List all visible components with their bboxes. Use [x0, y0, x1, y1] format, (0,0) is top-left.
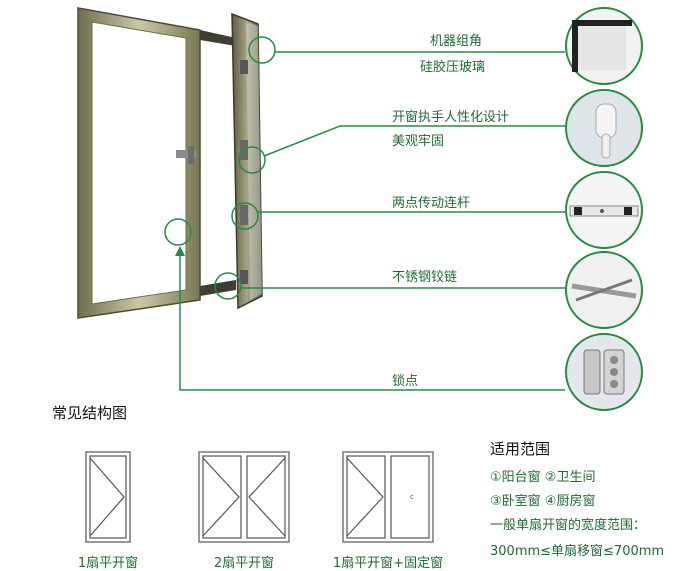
feature-linkage: 两点传动连杆 [392, 192, 470, 211]
diagram-1-caption: 1扇平开窗 [77, 556, 139, 571]
svg-text:c: c [410, 493, 414, 501]
corner-callout-marker [248, 36, 276, 64]
feature-handle-line1: 开窗执手人性化设计 [392, 110, 510, 125]
width-range-value: 300mm≤单扇移窗≤700mm [490, 544, 665, 559]
open-window-frame [77, 7, 236, 319]
handle-callout-marker [238, 146, 266, 174]
lockpoint-callout-marker [164, 218, 192, 246]
feature-corner-line2: 硅胶压玻璃 [420, 60, 486, 75]
hinge-callout-marker [214, 272, 242, 300]
feature-corner-line1: 机器组角 [430, 34, 483, 49]
window-sash-edge [231, 12, 263, 310]
applicable-row-2: ③卧室窗 ④厨房窗 [490, 494, 596, 509]
hinge-detail-photo [565, 251, 643, 329]
callout-lines [175, 51, 565, 391]
applicable-row-1: ①阳台窗 ②卫生间 [490, 470, 596, 485]
lockpoint-detail-photo [565, 333, 643, 411]
diagram-2-caption: 2扇平开窗 [213, 556, 275, 571]
handle-detail-photo [565, 89, 643, 167]
diagram-3-casement-fixed: c [342, 451, 434, 543]
applicable-title: 适用范围 [490, 440, 551, 458]
feature-handle: 开窗执手人性化设计 [392, 106, 509, 125]
corner-detail-photo [565, 7, 643, 85]
feature-handle-sub: 美观牢固 [392, 130, 444, 149]
feature-lockpoint: 锁点 [392, 370, 418, 389]
feature-corner: 机器组角 [430, 30, 482, 49]
diagram-3-caption: 1扇平开窗+固定窗 [332, 556, 444, 571]
linkage-detail-photo [565, 171, 643, 249]
width-range-note: 一般单扇开窗的宽度范围： [490, 518, 647, 533]
structure-title: 常见结构图 [52, 404, 128, 422]
feature-linkage-line1: 两点传动连杆 [392, 196, 471, 211]
feature-hinge: 不锈钢铰链 [392, 266, 457, 285]
feature-corner-sub: 硅胶压玻璃 [420, 56, 485, 75]
diagram-2-double-casement [198, 451, 290, 543]
diagram-1-single-casement [85, 451, 131, 543]
detail-thumbnails [565, 7, 643, 411]
feature-handle-line2: 美观牢固 [392, 134, 445, 149]
feature-lockpoint-line1: 锁点 [392, 374, 419, 389]
feature-hinge-line1: 不锈钢铰链 [392, 270, 458, 285]
linkage-callout-marker [231, 202, 259, 230]
